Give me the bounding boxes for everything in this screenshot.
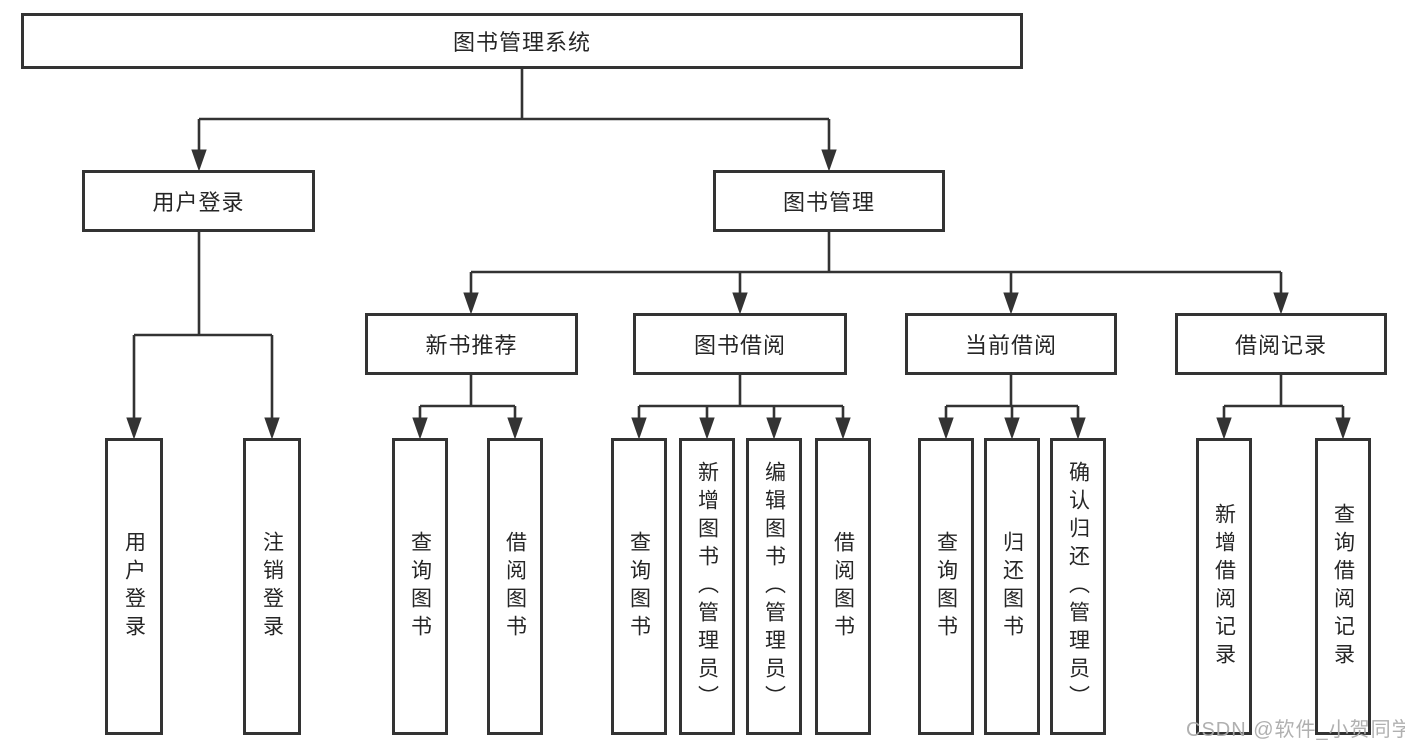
- node-leaf-logout: 注销登录: [243, 438, 301, 735]
- node-leaf-add-books-admin: 新增图书（管理员）: [679, 438, 735, 735]
- node-book-borrow: 图书借阅: [633, 313, 847, 375]
- node-leaf-recommend-query-books: 查询图书: [392, 438, 448, 735]
- node-leaf-borrow-query-books: 查询图书: [611, 438, 667, 735]
- connector-user-login-to-leaves: [126, 232, 280, 440]
- connector-new-book-recommend-to-leaves: [412, 375, 523, 440]
- connector-book-borrow-to-leaves: [631, 375, 851, 440]
- node-leaf-current-query-books: 查询图书: [918, 438, 974, 735]
- node-leaf-borrow-books: 借阅图书: [815, 438, 871, 735]
- node-new-book-recommend: 新书推荐: [365, 313, 578, 375]
- node-user-login: 用户登录: [82, 170, 315, 232]
- connector-current-borrow-to-leaves: [938, 375, 1086, 440]
- node-book-management: 图书管理: [713, 170, 945, 232]
- node-borrow-records: 借阅记录: [1175, 313, 1387, 375]
- connector-root-to-level2: [191, 69, 837, 172]
- node-leaf-add-borrow-record: 新增借阅记录: [1196, 438, 1252, 735]
- node-leaf-confirm-return-admin: 确认归还（管理员）: [1050, 438, 1106, 735]
- node-root-library-system: 图书管理系统: [21, 13, 1023, 69]
- connector-book-management-to-level3: [463, 232, 1289, 315]
- node-leaf-edit-books-admin: 编辑图书（管理员）: [746, 438, 802, 735]
- connector-borrow-records-to-leaves: [1216, 375, 1351, 440]
- watermark: CSDN @软件_小贺同学: [1186, 719, 1405, 741]
- node-leaf-query-borrow-record: 查询借阅记录: [1315, 438, 1371, 735]
- node-leaf-return-books: 归还图书: [984, 438, 1040, 735]
- node-leaf-recommend-borrow-books: 借阅图书: [487, 438, 543, 735]
- node-leaf-user-login: 用户登录: [105, 438, 163, 735]
- node-current-borrow: 当前借阅: [905, 313, 1117, 375]
